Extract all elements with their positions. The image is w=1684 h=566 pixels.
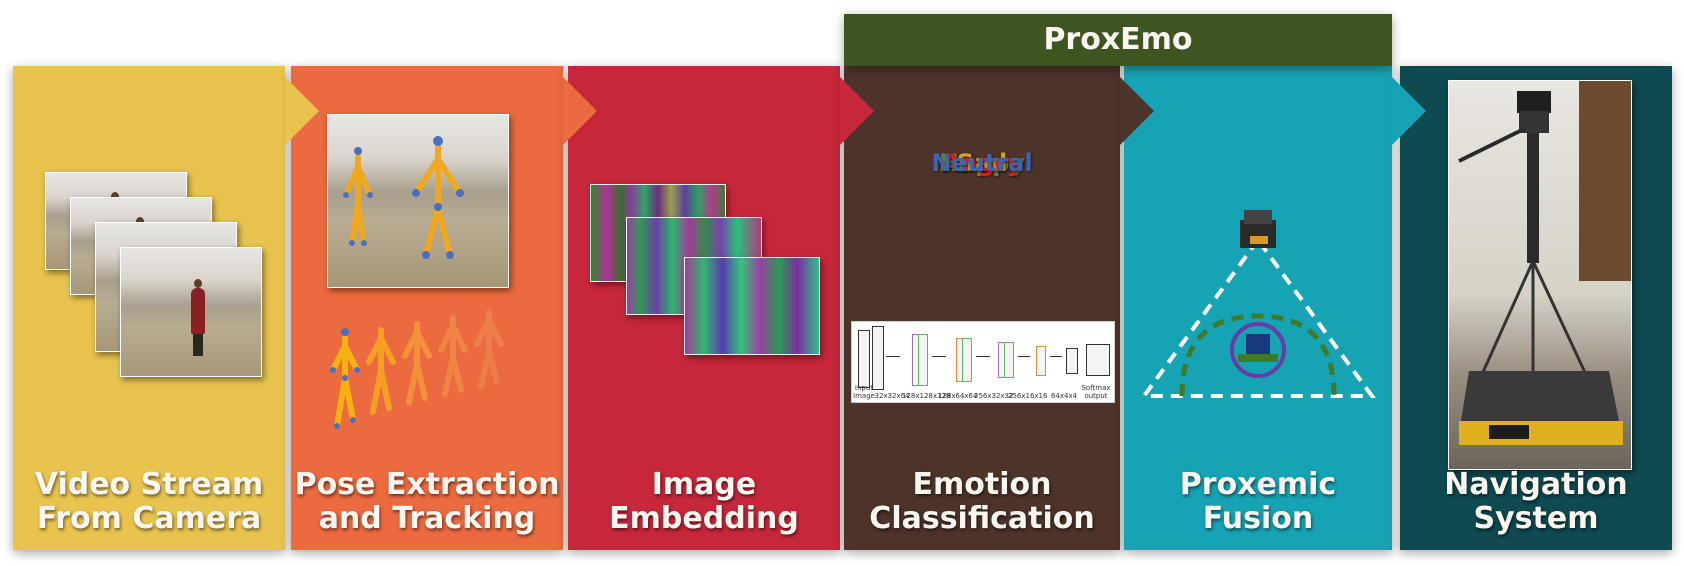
network-caption: Softmax output — [1081, 384, 1111, 400]
network-architecture-figure: Input Image 32x32x64 128x128x128 128x64x… — [851, 321, 1115, 403]
network-layer — [1036, 346, 1046, 376]
skeleton-trail — [330, 309, 504, 429]
network-caption: 64x4x4 — [1050, 392, 1078, 400]
lidar-sensor-icon — [1240, 210, 1276, 248]
network-caption: 32x32x64 — [874, 392, 910, 400]
network-layer — [872, 326, 884, 390]
stage-pose-label: Pose Extraction and Tracking — [294, 467, 560, 536]
tripod-robot-figure — [1458, 81, 1631, 445]
network-arrow — [932, 356, 946, 357]
pose-skeleton-overlay — [343, 136, 464, 259]
embedding-image-3 — [684, 257, 820, 355]
person-figure — [191, 279, 205, 356]
network-layer — [858, 330, 870, 388]
robot-photo — [1448, 80, 1632, 470]
arrow-embed-to-emotion — [840, 77, 874, 145]
stage-emotion-panel: Emotion Classification — [844, 66, 1120, 550]
stage-nav-label: Navigation System — [1444, 467, 1628, 536]
emotion-neutral: Neutral — [931, 149, 1033, 177]
network-caption: 256x16x16 — [1008, 392, 1048, 400]
emotion-happy: Happy — [938, 149, 1026, 177]
network-layer — [1004, 342, 1014, 378]
emotion-angry: Angry — [941, 149, 1023, 177]
network-layer — [918, 334, 928, 386]
pose-photo — [327, 114, 509, 288]
emotion-sad: Sad — [956, 149, 1008, 177]
stage-fusion-label: Proxemic Fusion — [1179, 467, 1337, 536]
network-arrow — [1018, 356, 1030, 357]
stage-embed-label: Image Embedding — [609, 467, 799, 536]
arrow-fusion-to-nav — [1392, 77, 1426, 145]
arrow-emotion-to-fusion — [1120, 77, 1154, 145]
arrow-pose-to-embed — [563, 77, 597, 145]
arrow-video-to-pose — [285, 77, 319, 145]
network-output — [1086, 344, 1110, 376]
network-layer — [962, 338, 972, 382]
network-layer — [1066, 348, 1078, 374]
network-caption: 128x64x64 — [938, 392, 978, 400]
proxemo-header: ProxEmo — [844, 14, 1392, 66]
stage-video-label: Video Stream From Camera — [34, 467, 264, 536]
stage-fusion-panel: Proxemic Fusion — [1124, 66, 1392, 550]
network-arrow — [976, 356, 990, 357]
stage-emotion-label: Emotion Classification — [869, 467, 1095, 536]
network-arrow — [886, 356, 900, 357]
network-arrow — [1050, 356, 1062, 357]
network-caption: Input Image — [853, 384, 875, 400]
network-caption: 128x128x128 — [902, 392, 951, 400]
network-caption: 256x32x32 — [974, 392, 1014, 400]
proxemic-fusion-illustration — [1140, 210, 1376, 398]
video-frame-4 — [120, 247, 262, 377]
